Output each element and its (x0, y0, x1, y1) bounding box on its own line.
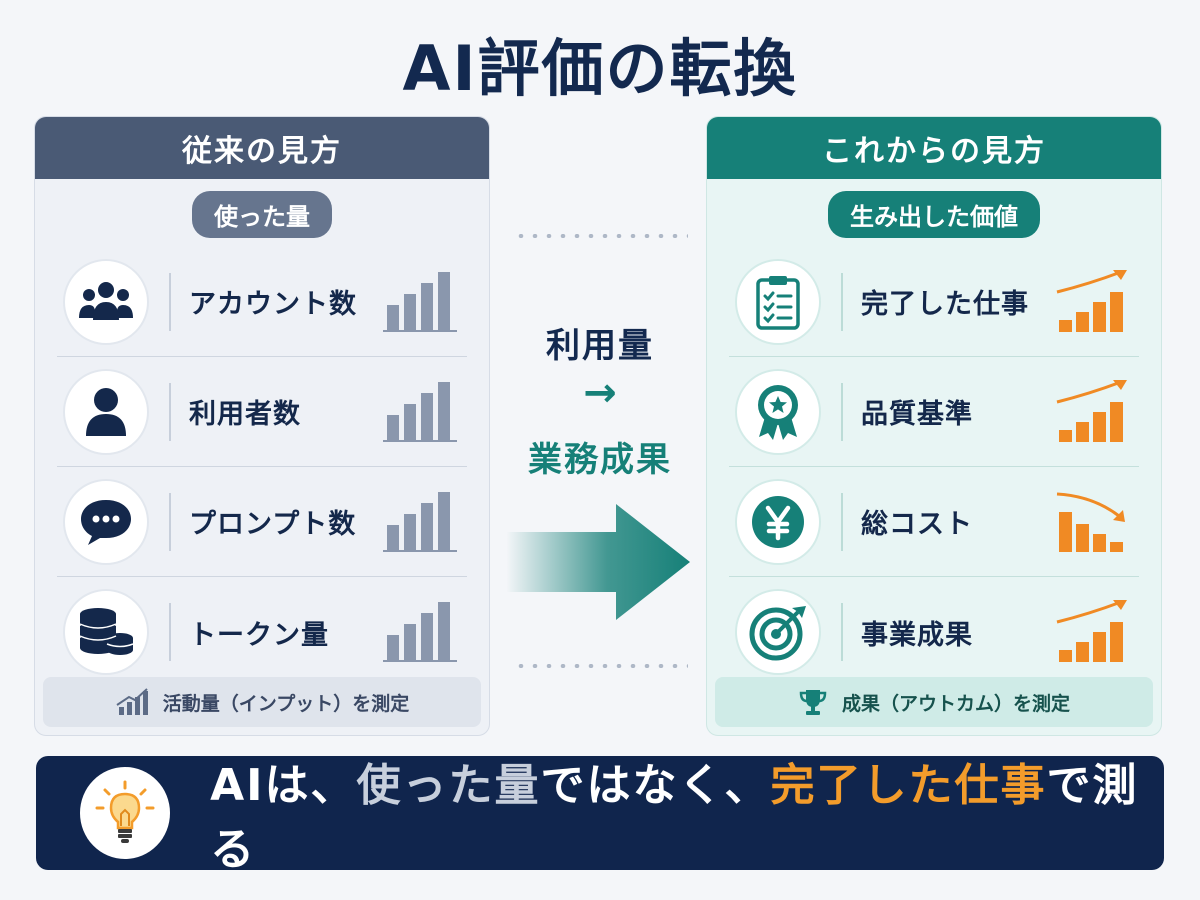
falling-bar-chart-icon (1056, 492, 1125, 552)
group-icon (63, 258, 149, 345)
user-icon (63, 368, 149, 455)
list-item: トークン量 (57, 577, 467, 687)
conclusion-part-1: AIは、 (210, 760, 357, 811)
big-right-arrow-icon (506, 504, 690, 620)
bar-chart-icon (383, 491, 457, 552)
list-item: 利用者数 (57, 357, 467, 467)
list-item: 事業成果 (729, 577, 1139, 687)
metric-label: 利用者数 (189, 399, 301, 430)
rising-bar-chart-icon (1056, 600, 1127, 662)
conclusion-part-3: ではなく、 (540, 760, 771, 811)
new-metric-list: 完了した仕事 品質基準 (729, 247, 1139, 687)
award-badge-icon (735, 368, 821, 455)
traditional-metric-list: アカウント数 利用者数 (57, 247, 467, 687)
trophy-icon (799, 690, 827, 715)
list-item: アカウント数 (57, 247, 467, 357)
new-view-header: これからの見方 (707, 117, 1161, 179)
bar-chart-icon (383, 381, 457, 442)
new-view-panel: これからの見方 生み出した価値 完了した仕事 (706, 116, 1162, 736)
new-view-footer-text: 成果（アウトカム）を測定 (841, 692, 1070, 715)
transition-from-label: 利用量 (546, 326, 654, 366)
traditional-view-pill: 使った量 (192, 191, 332, 238)
page-title: AI評価の転換 (402, 32, 798, 105)
clipboard-checklist-icon (735, 258, 821, 345)
conclusion-part-2: 使った量 (356, 760, 541, 811)
conclusion-part-5: で測る (210, 760, 1139, 875)
metric-label: トークン量 (189, 619, 329, 651)
transition-arrow: → (583, 370, 617, 416)
divider-dots-top (514, 234, 688, 238)
conclusion-banner: AIは、使った量ではなく、完了した仕事で測る (36, 756, 1164, 875)
target-icon (735, 589, 821, 675)
list-item: 完了した仕事 (729, 247, 1139, 357)
metric-label: プロンプト数 (189, 509, 357, 540)
traditional-view-panel: 従来の見方 使った量 アカウント数 (34, 116, 490, 736)
metric-label: 品質基準 (861, 399, 973, 430)
list-item: プロンプト数 (57, 467, 467, 577)
bar-chart-icon (383, 602, 457, 662)
new-view-footer: 成果（アウトカム）を測定 (715, 677, 1153, 727)
list-item: 総コスト (729, 467, 1139, 577)
traditional-view-header: 従来の見方 (35, 117, 489, 179)
traditional-view-footer-text: 活動量（インプット）を測定 (162, 692, 410, 715)
list-item: 品質基準 (729, 357, 1139, 467)
rising-bar-chart-icon (1056, 269, 1127, 332)
traditional-view-footer: 活動量（インプット）を測定 (43, 677, 481, 727)
conclusion-text: AIは、使った量ではなく、完了した仕事で測る (210, 749, 1164, 877)
rising-bar-chart-icon (1056, 379, 1127, 442)
coin-stack-icon (63, 589, 149, 675)
new-view-pill: 生み出した価値 (828, 191, 1040, 238)
metric-label: アカウント数 (189, 289, 357, 320)
bar-chart-icon (116, 688, 148, 715)
yen-coin-icon (735, 478, 821, 565)
chat-bubble-icon (63, 478, 149, 565)
conclusion-part-4: 完了した仕事 (770, 760, 1047, 811)
metric-label: 完了した仕事 (861, 289, 1029, 320)
lightbulb-icon (80, 767, 171, 859)
bar-chart-icon (383, 271, 457, 332)
metric-label: 総コスト (861, 509, 973, 540)
metric-label: 事業成果 (861, 619, 973, 651)
transition-to-label: 業務成果 (528, 440, 672, 480)
divider-dots-bottom (514, 664, 688, 668)
